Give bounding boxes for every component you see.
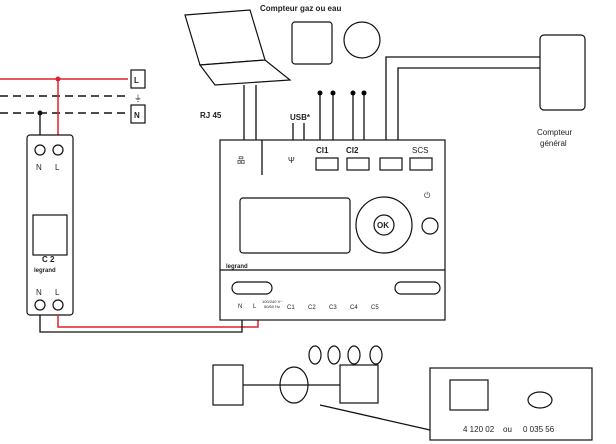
ci1-label: CI1	[316, 146, 329, 155]
breaker-n-label: N	[36, 163, 42, 172]
main-meter-icon	[539, 34, 586, 111]
breaker-l-bottom: L	[55, 288, 60, 297]
gas-water-meter-label: Compteur gaz ou eau	[260, 4, 341, 13]
circuit-breaker: N L C 2 legrand N L	[26, 134, 74, 316]
device-brand: legrand	[226, 264, 248, 270]
gas-meter-icon	[291, 21, 333, 65]
energy-meter-device: 品 Ψ CI1 CI2 SCS OK ⏻ legrand N L 100/240…	[219, 139, 446, 321]
usb-icon: Ψ	[288, 156, 295, 165]
supply-l-label: L	[134, 76, 139, 85]
din-breaker-icon	[212, 364, 244, 406]
ct-label-3: C3	[329, 305, 337, 311]
voltage-label-1: 100/240 V~	[262, 299, 283, 304]
breaker-l-label: L	[55, 163, 60, 172]
ok-label: OK	[377, 221, 389, 230]
main-meter-label-1: Compteur	[537, 128, 572, 137]
ref-1: 4 120 02	[463, 425, 495, 434]
ct-label-4: C4	[350, 305, 358, 311]
supply-lines: L ⏚ N	[0, 69, 146, 135]
term-l-label: L	[253, 304, 257, 310]
ref-or: ou	[503, 425, 512, 434]
ok-button[interactable]	[373, 214, 395, 236]
supply-n-label: N	[134, 111, 140, 120]
breaker-brand: legrand	[34, 268, 56, 274]
power-icon: ⏻	[424, 191, 431, 200]
laptop-icon	[184, 9, 292, 86]
usb-label: USB*	[290, 113, 311, 122]
network-icon: 品	[237, 156, 245, 165]
breaker-rating: C 2	[42, 255, 55, 264]
term-n-label: N	[238, 304, 242, 310]
display-screen	[239, 197, 351, 254]
rj45-label: RJ 45	[200, 111, 222, 120]
back-button[interactable]	[421, 217, 439, 235]
breaker-n-bottom: N	[36, 288, 42, 297]
split-core-sensor-icon	[449, 379, 489, 411]
voltage-label-2: 50/60 Hz	[264, 304, 280, 309]
ref-2: 0 035 56	[523, 425, 555, 434]
ci2-label: CI2	[346, 146, 359, 155]
ct-label-2: C2	[308, 305, 316, 311]
water-meter-icon	[343, 21, 381, 59]
ct-label-1: C1	[287, 305, 295, 311]
main-meter-label-2: général	[540, 139, 567, 148]
toroid-sensor-icon	[527, 391, 553, 409]
ct-label-5: C5	[371, 305, 379, 311]
socket-icon	[339, 364, 379, 404]
pulse-wires	[317, 90, 367, 140]
scs-label: SCS	[412, 146, 428, 155]
earth-icon: ⏚	[134, 94, 142, 103]
